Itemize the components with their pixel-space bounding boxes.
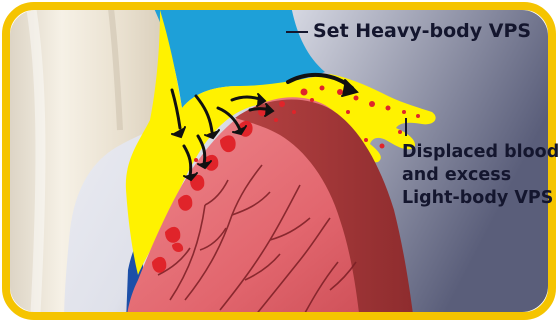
label-displaced-line-3: Light-body VPS — [402, 187, 558, 210]
label-displaced-blood: Displaced blood and excess Light-body VP… — [402, 141, 558, 210]
label-displaced-line-2: and excess — [402, 164, 558, 187]
label-displaced-line-1: Displaced blood — [402, 141, 558, 164]
label-set-heavy-body-vps: Set Heavy-body VPS — [313, 19, 531, 43]
